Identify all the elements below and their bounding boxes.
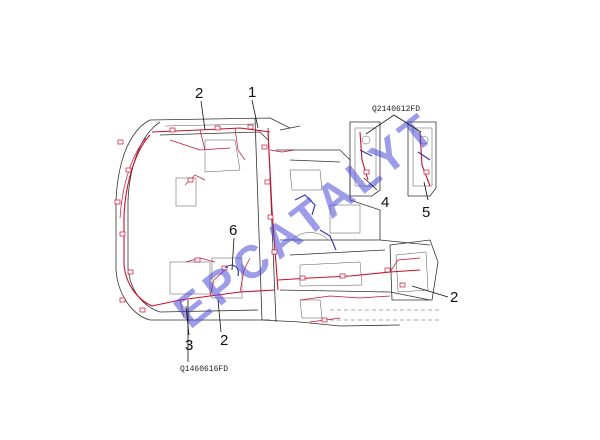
figure-code-bottom-left: Q1460616FD: [180, 365, 228, 374]
callout-5: 5: [422, 204, 430, 221]
highlighted-components: [224, 149, 431, 277]
callout-2-mid: 2: [220, 332, 228, 349]
callout-3: 3: [185, 337, 193, 354]
wiring-harness: [119, 127, 431, 323]
callout-4: 4: [381, 194, 389, 211]
callout-1: 1: [248, 84, 256, 101]
callouts: 1 2 4 5 6 2 3 2: [185, 84, 458, 354]
callout-2-top: 2: [195, 85, 203, 102]
figure-code-top-right: Q2140612FD: [372, 105, 420, 114]
body-structure: [115, 117, 440, 327]
connectors: [114, 124, 430, 323]
callout-2-right: 2: [450, 289, 458, 306]
leader-lines: [185, 99, 449, 362]
watermark: EPCATALYT: [164, 101, 447, 338]
callout-6: 6: [229, 222, 237, 239]
detail-views: [349, 121, 437, 197]
